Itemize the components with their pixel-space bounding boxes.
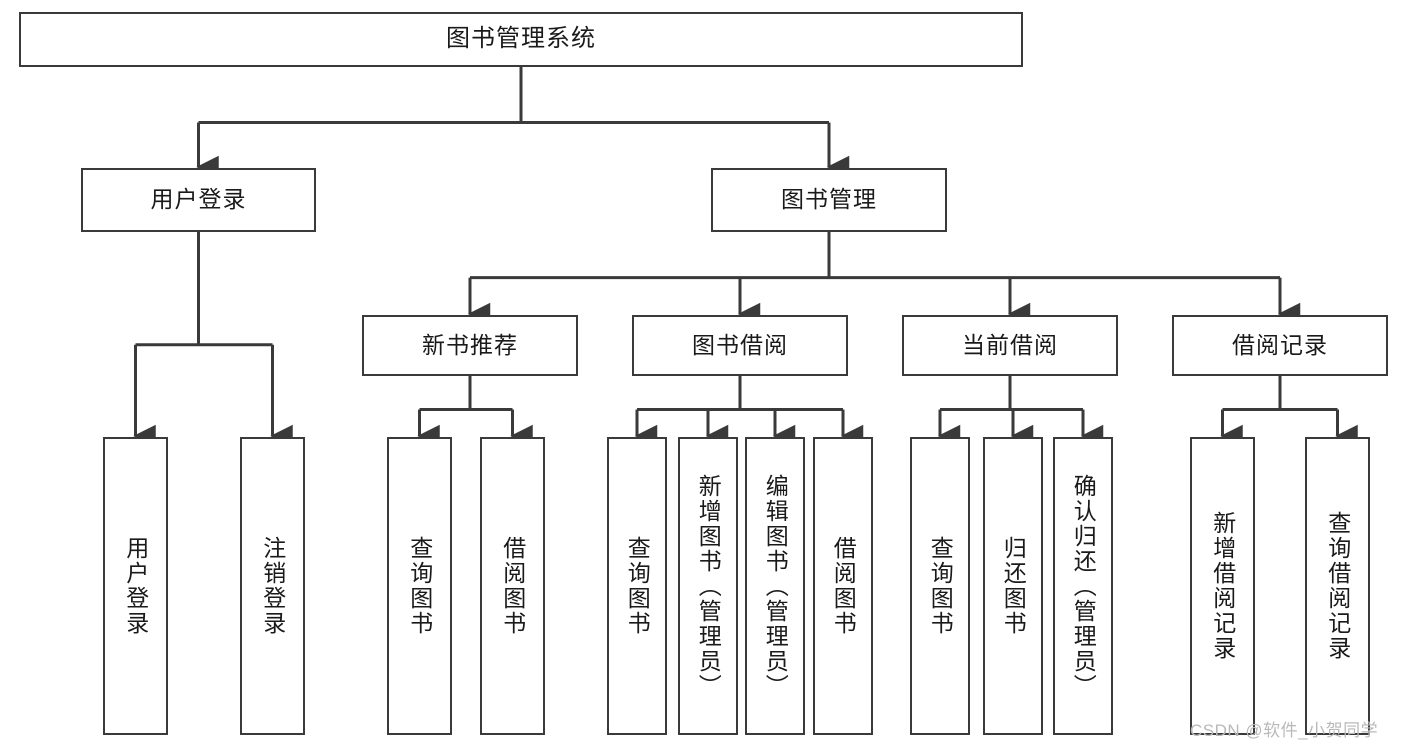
node-leaf-confirm-return-admin-label: 确认归还（管理员） (1070, 473, 1097, 699)
node-leaf-add-book-admin[interactable]: 新增图书（管理员） (678, 437, 738, 735)
node-leaf-borrow-book-1[interactable]: 借阅图书 (480, 437, 545, 735)
node-user-login-label: 用户登录 (150, 186, 247, 213)
node-leaf-query-book-1[interactable]: 查询图书 (387, 437, 452, 735)
node-leaf-query-book-2[interactable]: 查询图书 (607, 437, 667, 735)
node-leaf-query-borrow-record-label: 查询借阅记录 (1324, 511, 1351, 661)
node-leaf-add-borrow-record-label: 新增借阅记录 (1209, 511, 1236, 661)
node-leaf-query-book-3[interactable]: 查询图书 (910, 437, 970, 735)
node-borrow-record[interactable]: 借阅记录 (1172, 315, 1388, 376)
node-leaf-add-borrow-record[interactable]: 新增借阅记录 (1190, 437, 1255, 735)
node-leaf-logout-login-label: 注销登录 (259, 536, 286, 636)
node-borrow-record-label: 借阅记录 (1232, 331, 1328, 358)
node-leaf-add-book-admin-label: 新增图书（管理员） (695, 473, 722, 699)
node-leaf-query-borrow-record[interactable]: 查询借阅记录 (1305, 437, 1370, 735)
node-book-manage-label: 图书管理 (781, 186, 877, 213)
node-leaf-user-login[interactable]: 用户登录 (103, 437, 168, 735)
node-leaf-edit-book-admin-label: 编辑图书（管理员） (762, 473, 789, 699)
node-new-book-recommend[interactable]: 新书推荐 (362, 315, 578, 376)
node-root[interactable]: 图书管理系统 (19, 12, 1023, 67)
node-leaf-edit-book-admin[interactable]: 编辑图书（管理员） (745, 437, 805, 735)
node-new-book-recommend-label: 新书推荐 (422, 331, 518, 358)
node-leaf-borrow-book-1-label: 借阅图书 (499, 536, 526, 636)
node-leaf-user-login-label: 用户登录 (122, 536, 149, 636)
node-leaf-return-book-label: 归还图书 (1000, 536, 1027, 636)
node-book-manage[interactable]: 图书管理 (711, 168, 947, 232)
node-book-borrow-label: 图书借阅 (692, 331, 788, 358)
node-leaf-return-book[interactable]: 归还图书 (983, 437, 1043, 735)
node-leaf-logout-login[interactable]: 注销登录 (240, 437, 305, 735)
node-leaf-borrow-book-2-label: 借阅图书 (830, 536, 857, 636)
node-user-login[interactable]: 用户登录 (81, 168, 316, 232)
node-leaf-borrow-book-2[interactable]: 借阅图书 (813, 437, 873, 735)
node-leaf-query-book-3-label: 查询图书 (927, 536, 954, 636)
node-leaf-query-book-1-label: 查询图书 (406, 536, 433, 636)
node-root-label: 图书管理系统 (446, 25, 596, 53)
node-leaf-query-book-2-label: 查询图书 (624, 536, 651, 636)
node-leaf-confirm-return-admin[interactable]: 确认归还（管理员） (1053, 437, 1113, 735)
node-current-borrow[interactable]: 当前借阅 (902, 315, 1118, 376)
edge-group (133, 67, 1358, 448)
node-current-borrow-label: 当前借阅 (962, 331, 1058, 358)
node-book-borrow[interactable]: 图书借阅 (632, 315, 848, 376)
